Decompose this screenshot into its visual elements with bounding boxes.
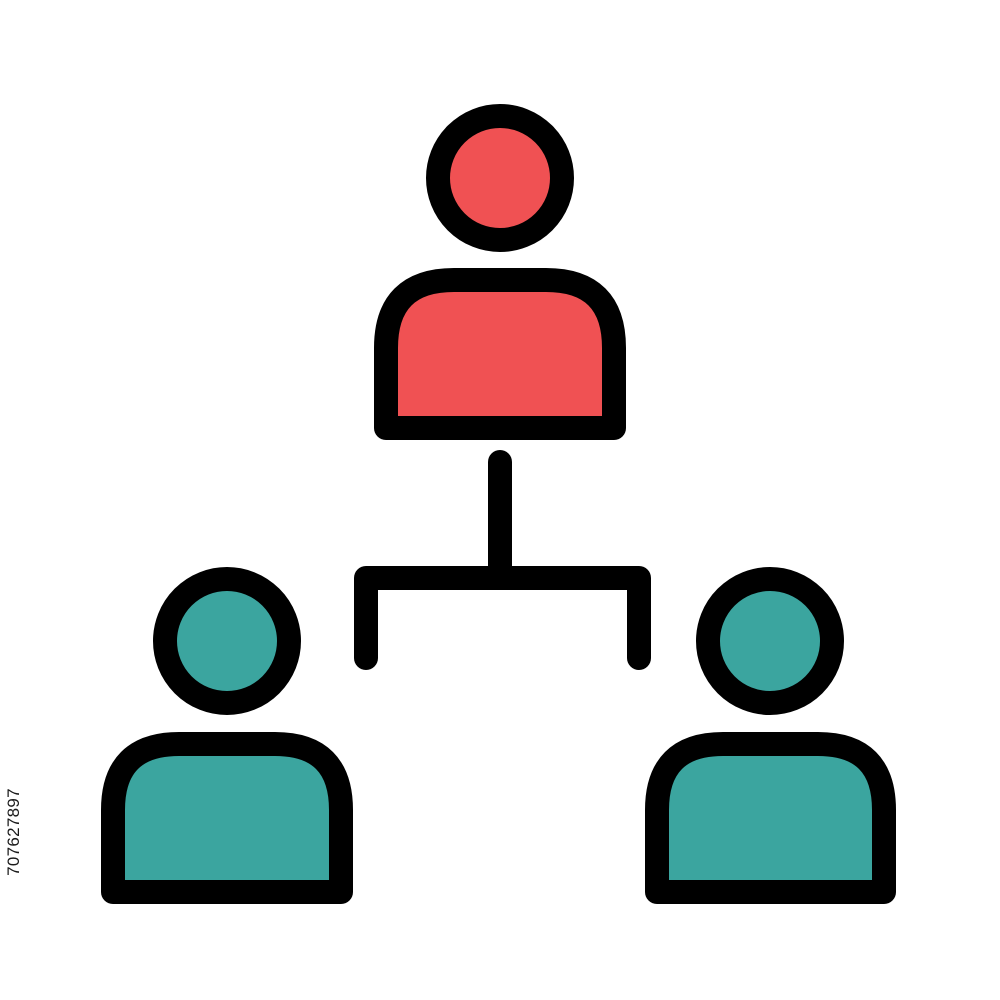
top-person-body <box>374 268 626 440</box>
bottom-right-person-body <box>645 732 896 904</box>
bottom-right-person-head <box>696 567 844 715</box>
bottom-left-person-body <box>101 732 353 904</box>
bottom-left-person <box>101 567 353 904</box>
stock-image-id-text: 707627897 <box>4 788 23 876</box>
connector-lines <box>354 450 651 670</box>
bottom-right-person <box>645 567 896 904</box>
bottom-left-person-head <box>153 567 301 715</box>
connector-branch <box>354 566 651 670</box>
top-person-head <box>426 104 574 252</box>
top-person <box>374 104 626 440</box>
